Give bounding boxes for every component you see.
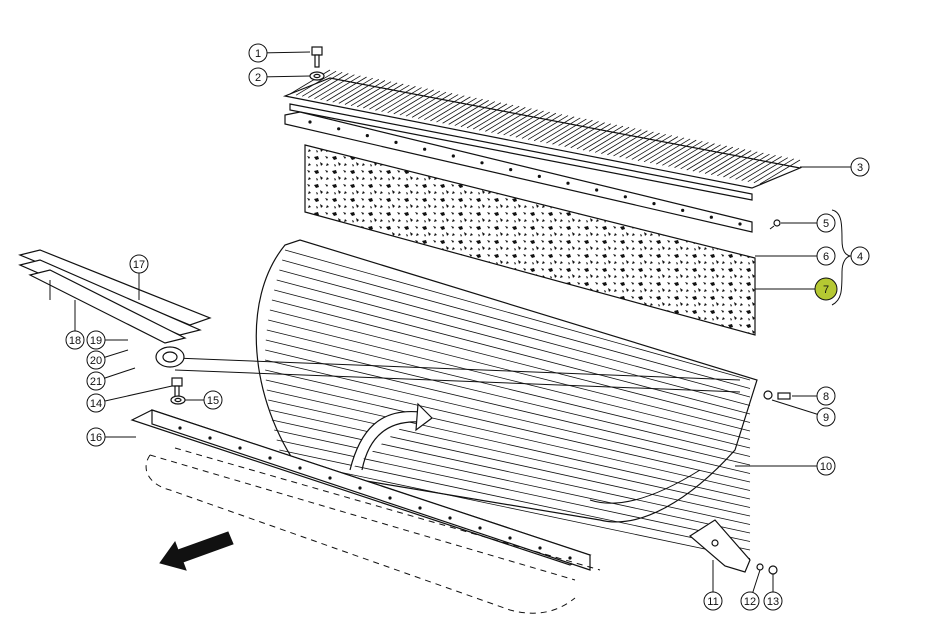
callout-circle [65,330,85,350]
callout-number: 4 [857,251,863,263]
top-bolt-part [309,46,325,81]
callout-number: 16 [90,432,102,444]
left-slats-part [18,249,212,344]
tube-part [155,346,185,368]
bracket-plate-part [688,519,751,573]
callout-number: 3 [857,162,863,174]
callout-number: 14 [90,398,102,410]
small-screw-part [769,219,781,230]
callout-number: 19 [90,335,102,347]
callout-circle [763,591,783,611]
callout-circle [814,277,838,301]
washer-part [170,395,186,405]
bolt-part [171,377,183,399]
callout-circle [203,390,223,410]
nut-part [756,563,778,575]
callout-6: 6 [816,246,836,266]
callout-circle [816,386,836,406]
callout-circle [248,43,268,63]
callout-number: 9 [823,412,829,424]
callout-circle [816,246,836,266]
callout-number: 8 [823,391,829,403]
callout-number: 5 [823,218,829,230]
callout-9: 9 [816,407,836,427]
speckled-panel-part [304,144,756,336]
comb-strip-part [282,69,803,201]
callout-circle [816,213,836,233]
callout-number: 1 [255,48,261,60]
callout-3: 3 [850,157,870,177]
callout-19: 19 [86,330,106,350]
callout-circle [86,393,106,413]
callout-circle [86,350,106,370]
callout-18: 18 [65,330,85,350]
callout-circle [703,591,723,611]
callout-1: 1 [248,43,268,63]
callout-14: 14 [86,393,106,413]
side-bolt-part [763,390,791,400]
callout-circle [816,407,836,427]
callout-number: 13 [767,596,779,608]
callout-11: 11 [703,591,723,611]
callout-circle [850,246,870,266]
callout-circle [129,254,149,274]
flat-bar-part [284,111,753,233]
concave-grate-part [174,239,758,559]
callout-16: 16 [86,427,106,447]
callout-21: 21 [86,371,106,391]
callout-number: 17 [133,259,145,271]
callout-17: 17 [129,254,149,274]
callout-20: 20 [86,350,106,370]
direction-arrow [159,531,234,571]
callout-number: 11 [707,596,718,608]
callout-number: 15 [207,395,219,407]
callout-number: 21 [90,376,102,388]
callout-number: 6 [823,251,829,263]
callout-circle [86,427,106,447]
callout-number: 12 [744,596,756,608]
callout-2: 2 [248,67,268,87]
callout-12: 12 [740,591,760,611]
callout-circle [86,371,106,391]
callout-circle [86,330,106,350]
callout-number: 18 [69,335,81,347]
bottom-rail-part [130,409,601,614]
callout-number: 2 [255,72,261,84]
callout-circle [816,456,836,476]
callout-number: 10 [820,461,832,473]
callout-7: 7 [814,277,838,301]
callout-4: 4 [850,246,870,266]
callout-circle [740,591,760,611]
callout-15: 15 [203,390,223,410]
callout-13: 13 [763,591,783,611]
callout-8: 8 [816,386,836,406]
callout-number: 20 [90,355,102,367]
callout-10: 10 [816,456,836,476]
callout-circle [248,67,268,87]
leader-line-14 [95,385,173,404]
callout-5: 5 [816,213,836,233]
callout-number: 7 [823,284,829,296]
callout-circle [850,157,870,177]
